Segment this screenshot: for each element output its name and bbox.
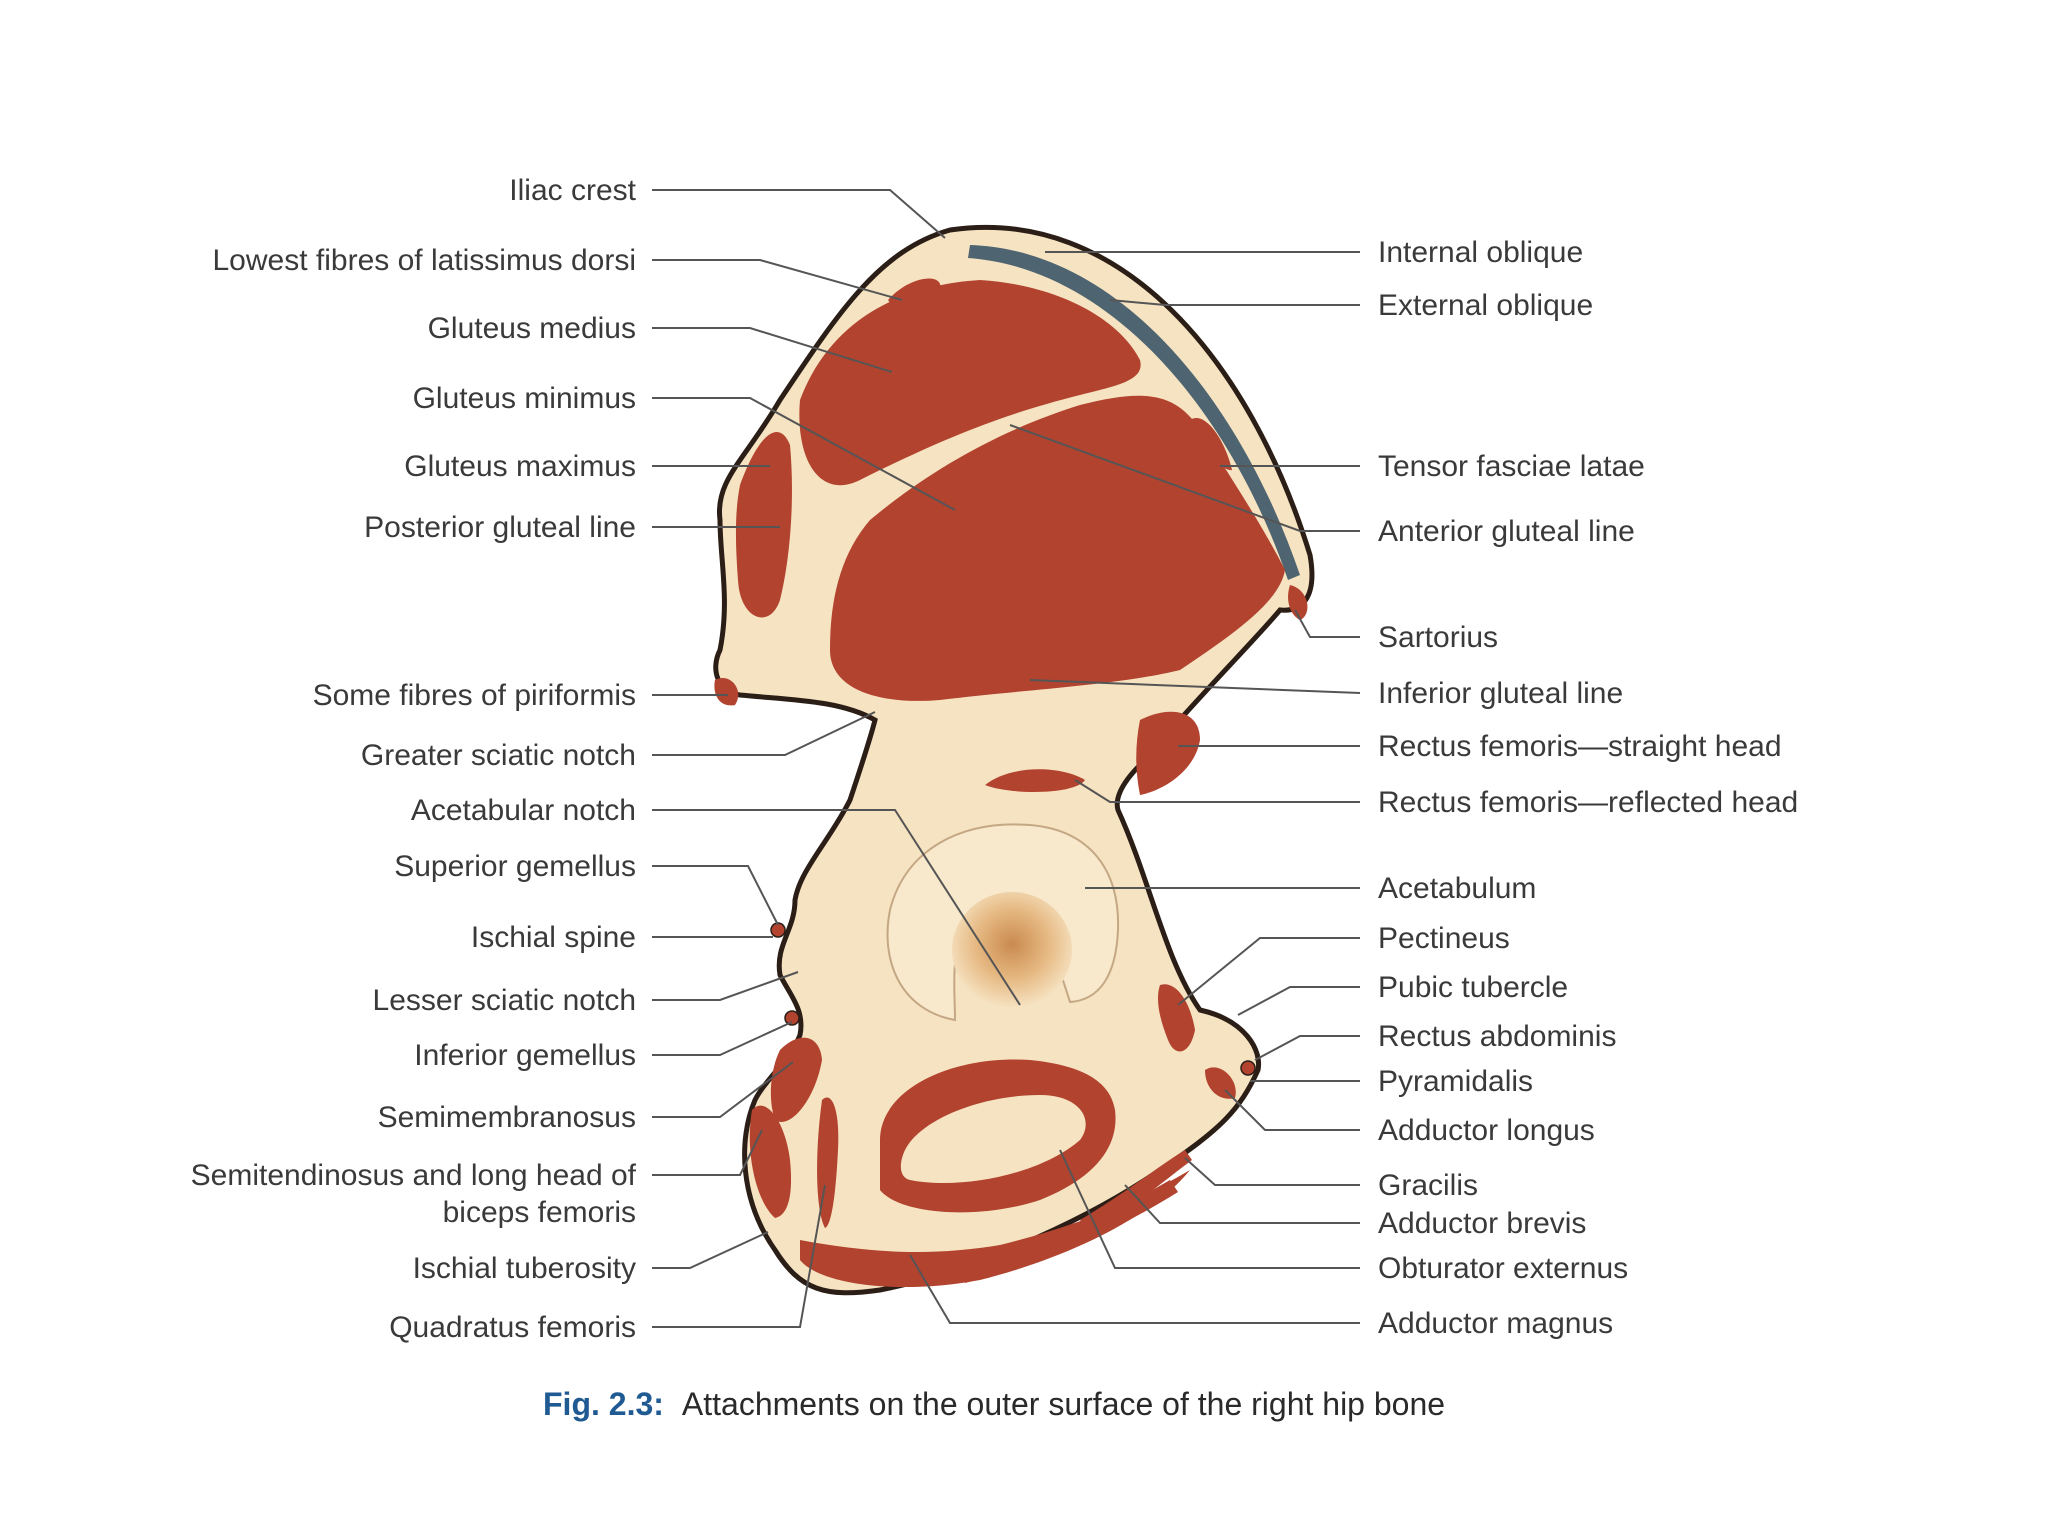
label-anterior-gluteal-line: Anterior gluteal line (1378, 515, 1635, 548)
label-semimembranosus: Semimembranosus (378, 1101, 636, 1134)
label-pectineus: Pectineus (1378, 922, 1510, 955)
pyramidalis-dot (1240, 1060, 1256, 1076)
label-gluteus-medius: Gluteus medius (428, 312, 636, 345)
label-internal-oblique: Internal oblique (1378, 236, 1583, 269)
left-labels: Iliac crest Lowest fibres of latissimus … (191, 174, 637, 1344)
label-semitendinosus-line2: biceps femoris (443, 1196, 636, 1229)
leader-lesser-sciatic-notch (652, 971, 799, 1001)
label-gluteus-minimus: Gluteus minimus (413, 382, 636, 415)
right-labels: Internal oblique External oblique Tensor… (1378, 236, 1798, 1340)
leader-latissimus (652, 259, 903, 301)
label-adductor-brevis: Adductor brevis (1378, 1207, 1586, 1240)
leader-gluteus-medius (652, 327, 893, 373)
label-adductor-longus: Adductor longus (1378, 1114, 1595, 1147)
label-pubic-tubercle: Pubic tubercle (1378, 971, 1568, 1004)
leader-pubic-tubercle (1237, 986, 1360, 1016)
sartorius-area (1288, 585, 1308, 620)
leader-rectus-abdominis (1254, 1035, 1360, 1061)
leader-adductor-brevis (1124, 1184, 1360, 1224)
rectus-femoris-straight-area (1136, 711, 1200, 795)
label-posterior-gluteal-line: Posterior gluteal line (364, 511, 636, 544)
left-leaders (652, 189, 1021, 1328)
leader-anterior-gluteal-line (1009, 424, 1360, 532)
leader-adductor-longus (1224, 1089, 1360, 1131)
label-inferior-gemellus: Inferior gemellus (414, 1039, 636, 1072)
figure-caption: Fig. 2.3: Attachments on the outer surfa… (543, 1386, 1445, 1422)
tensor-fasciae-area (1190, 418, 1232, 471)
right-leaders (909, 251, 1361, 1324)
leader-semitendinosus (652, 1129, 763, 1176)
label-quadratus-femoris: Quadratus femoris (389, 1311, 636, 1344)
leader-semimembranosus (652, 1061, 794, 1118)
label-external-oblique: External oblique (1378, 289, 1593, 322)
label-rectus-abdominis: Rectus abdominis (1378, 1020, 1616, 1053)
label-greater-sciatic-notch: Greater sciatic notch (361, 739, 636, 772)
leader-inferior-gemellus (652, 1021, 793, 1056)
label-pyramidalis: Pyramidalis (1378, 1065, 1533, 1098)
label-obturator-externus: Obturator externus (1378, 1252, 1628, 1285)
label-rectus-femoris-straight: Rectus femoris—straight head (1378, 730, 1782, 763)
leader-obturator-externus (1059, 1149, 1360, 1269)
leader-sartorius (1294, 609, 1360, 638)
label-latissimus-dorsi: Lowest fibres of latissimus dorsi (213, 244, 637, 277)
piriformis-area (714, 678, 739, 706)
adductor-longus-area (1205, 1067, 1236, 1099)
label-sartorius: Sartorius (1378, 621, 1498, 654)
label-gluteus-maximus: Gluteus maximus (404, 450, 636, 483)
label-iliac-crest: Iliac crest (509, 174, 636, 207)
label-acetabular-notch: Acetabular notch (411, 794, 636, 827)
leader-inferior-gluteal-line (1029, 679, 1361, 694)
acetabular-fossa (952, 892, 1072, 1008)
label-ischial-spine: Ischial spine (471, 921, 636, 954)
leader-adductor-magnus (909, 1254, 1360, 1324)
semimembranosus-area (770, 1037, 822, 1122)
leader-quadratus-femoris (652, 1184, 826, 1328)
caption-number: Fig. 2.3: (543, 1386, 664, 1422)
leader-iliac-crest (652, 189, 946, 239)
label-superior-gemellus: Superior gemellus (394, 850, 636, 883)
label-gracilis: Gracilis (1378, 1169, 1478, 1202)
obturator-externus-area (880, 1059, 1116, 1213)
superior-gemellus-dot (770, 922, 786, 938)
leader-gluteus-minimus (652, 397, 956, 511)
gluteus-minimus-area (830, 395, 1285, 701)
pectineus-area (1157, 984, 1195, 1052)
label-lesser-sciatic-notch: Lesser sciatic notch (373, 984, 636, 1017)
label-adductor-magnus: Adductor magnus (1378, 1307, 1613, 1340)
label-semitendinosus-line1: Semitendinosus and long head of (191, 1159, 637, 1192)
rectus-femoris-reflected-area (985, 769, 1085, 792)
leader-superior-gemellus (652, 865, 779, 926)
leader-pectineus (1177, 937, 1360, 1006)
leader-gracilis (1184, 1157, 1360, 1186)
label-rectus-femoris-reflected: Rectus femoris—reflected head (1378, 786, 1798, 819)
gluteus-medius-area (799, 280, 1141, 486)
leader-acetabular-notch (652, 809, 1021, 1006)
label-ischial-tuberosity: Ischial tuberosity (413, 1252, 636, 1285)
label-inferior-gluteal-line: Inferior gluteal line (1378, 677, 1623, 710)
label-piriformis: Some fibres of piriformis (313, 679, 636, 712)
leader-rectus-femoris-reflected (1074, 779, 1360, 803)
label-tensor-fasciae-latae: Tensor fasciae latae (1378, 450, 1645, 483)
leader-greater-sciatic-notch (652, 711, 876, 756)
leader-ischial-tuberosity (652, 1231, 769, 1269)
gluteus-maximus-area (735, 432, 792, 618)
inferior-gemellus-dot (784, 1010, 800, 1026)
adductor-magnus-area (800, 1170, 1190, 1288)
caption-text: Attachments on the outer surface of the … (682, 1386, 1445, 1422)
label-acetabulum: Acetabulum (1378, 872, 1536, 905)
leader-external-oblique (1109, 299, 1360, 306)
